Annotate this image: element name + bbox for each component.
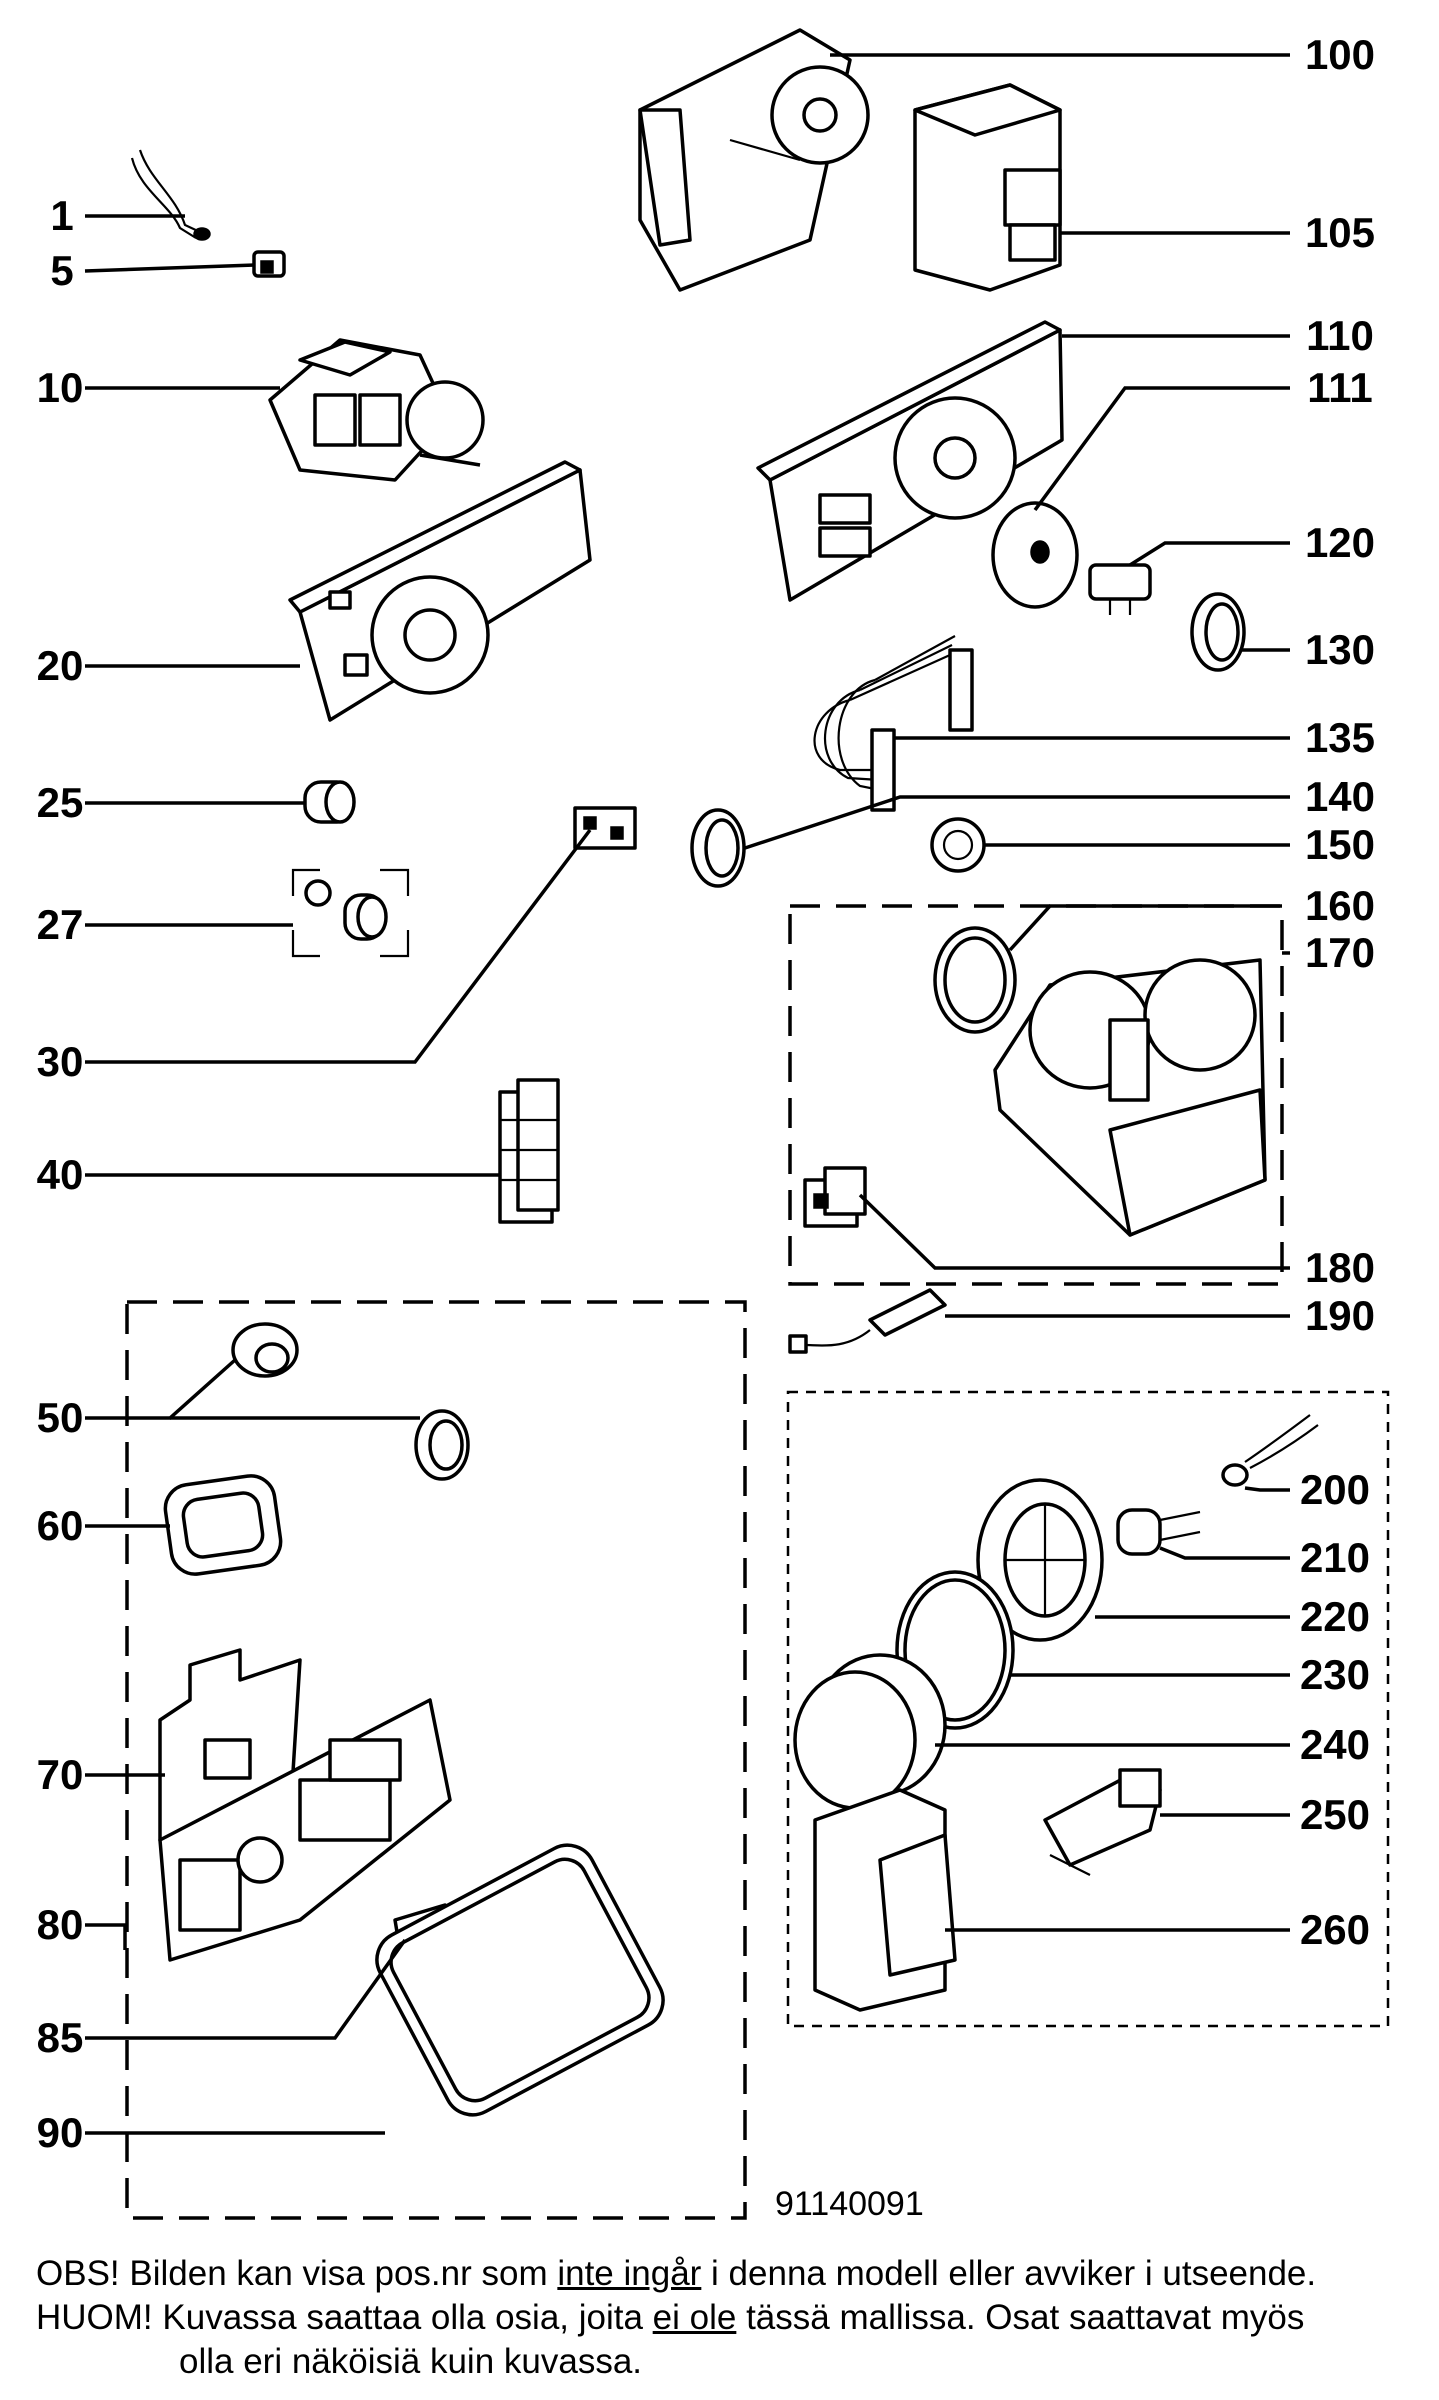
group-box-170 <box>788 904 1284 1286</box>
callout-5: 5 <box>50 247 73 294</box>
part-20-control-panel <box>288 460 592 722</box>
part-260-transformer <box>813 1788 957 2012</box>
part-50-ring <box>414 1409 470 1481</box>
callout-70: 70 <box>37 1751 84 1798</box>
callout-60: 60 <box>37 1502 84 1549</box>
part-105-relay-block <box>913 83 1062 292</box>
callout-130: 130 <box>1305 626 1375 673</box>
part-200-wire-sensor <box>1221 1414 1319 1487</box>
callout-190: 190 <box>1305 1292 1375 1339</box>
part-240-cap <box>793 1653 947 1810</box>
callout-160: 160 <box>1305 882 1375 929</box>
callout-220: 220 <box>1300 1593 1370 1640</box>
callout-260: 260 <box>1300 1906 1370 1953</box>
callout-25: 25 <box>37 779 84 826</box>
callout-110: 110 <box>1306 312 1374 359</box>
note-finnish-cont: olla eri näköisiä kuin kuvassa. <box>179 2342 643 2381</box>
callout-111: 111 <box>1307 364 1372 411</box>
group-box-200-260 <box>786 1390 1390 2028</box>
part-150-filter-disc <box>930 817 986 873</box>
callout-85: 85 <box>37 2014 84 2061</box>
note-finnish-pre: HUOM! Kuvassa saattaa olla osia, joita <box>36 2298 653 2337</box>
callout-30: 30 <box>37 1038 84 1085</box>
callout-120: 120 <box>1305 519 1375 566</box>
note-finnish-underlined: ei ole <box>652 2298 737 2337</box>
part-190-sensor <box>788 1288 947 1354</box>
note-finnish: HUOM! Kuvassa saattaa olla osia, joita e… <box>36 2296 1426 2340</box>
part-170-fan-housing <box>993 958 1267 1237</box>
part-70-80-dispenser <box>158 1648 452 1962</box>
leader-lines <box>84 53 1290 2135</box>
callout-105: 105 <box>1305 209 1375 256</box>
callout-210: 210 <box>1300 1534 1370 1581</box>
part-110-control-panel <box>756 320 1064 602</box>
part-140-ring <box>690 808 746 888</box>
part-90-door-gasket <box>375 1843 665 2117</box>
part-135-cable-harness <box>813 635 974 812</box>
callout-50: 50 <box>37 1394 84 1441</box>
part-100-timer <box>638 28 870 292</box>
note-swedish-pre: OBS! Bilden kan visa pos.nr som <box>36 2254 558 2293</box>
part-111-disc <box>991 501 1079 609</box>
callout-40: 40 <box>37 1151 84 1198</box>
callout-135: 135 <box>1305 714 1375 761</box>
part-60-gasket <box>163 1474 283 1576</box>
group-box-50-90 <box>125 1300 747 2220</box>
part-1-sensor-wire <box>130 149 211 241</box>
part-210-lamp <box>1116 1508 1201 1556</box>
part-130-ring <box>1190 592 1246 672</box>
callout-20: 20 <box>37 642 84 689</box>
callout-10: 10 <box>37 364 84 411</box>
callout-1: 1 <box>50 192 73 239</box>
note-swedish: OBS! Bilden kan visa pos.nr som inte ing… <box>36 2252 1426 2296</box>
callout-27: 27 <box>37 901 84 948</box>
note-finnish-post: tässä mallissa. Osat saattavat myös <box>736 2298 1305 2337</box>
callout-240: 240 <box>1300 1721 1370 1768</box>
part-25-knob <box>303 780 356 824</box>
callout-80: 80 <box>37 1901 84 1948</box>
part-180-switch <box>803 1166 867 1228</box>
part-160-seal-ring <box>933 926 1017 1034</box>
part-50-valve-cap <box>231 1322 299 1378</box>
part-120-lamp-holder <box>1088 563 1152 615</box>
part-220-fan-wheel <box>976 1478 1104 1642</box>
part-27-button-set <box>291 868 410 958</box>
callout-150: 150 <box>1305 821 1375 868</box>
callout-labels: 1 5 10 20 25 27 30 40 50 60 70 80 85 90 … <box>37 31 1375 2156</box>
part-250-connector <box>1043 1768 1162 1876</box>
callout-200: 200 <box>1300 1466 1370 1513</box>
note-swedish-underlined: inte ingår <box>557 2254 702 2293</box>
callout-170: 170 <box>1305 929 1375 976</box>
callout-180: 180 <box>1305 1244 1375 1291</box>
callout-140: 140 <box>1305 773 1375 820</box>
part-40-terminal-block <box>498 1078 560 1224</box>
part-10-switch-block <box>268 338 485 482</box>
note-swedish-post: i denna modell eller avviker i utseende. <box>701 2254 1317 2293</box>
callout-100: 100 <box>1305 31 1375 78</box>
part-5-clip <box>252 250 286 278</box>
callout-250: 250 <box>1300 1791 1370 1838</box>
callout-90: 90 <box>37 2109 84 2156</box>
callout-230: 230 <box>1300 1651 1370 1698</box>
document-number: 91140091 <box>775 2185 924 2223</box>
disclaimer-notes: OBS! Bilden kan visa pos.nr som inte ing… <box>36 2252 1426 2384</box>
part-30-micro-switch <box>573 806 637 850</box>
